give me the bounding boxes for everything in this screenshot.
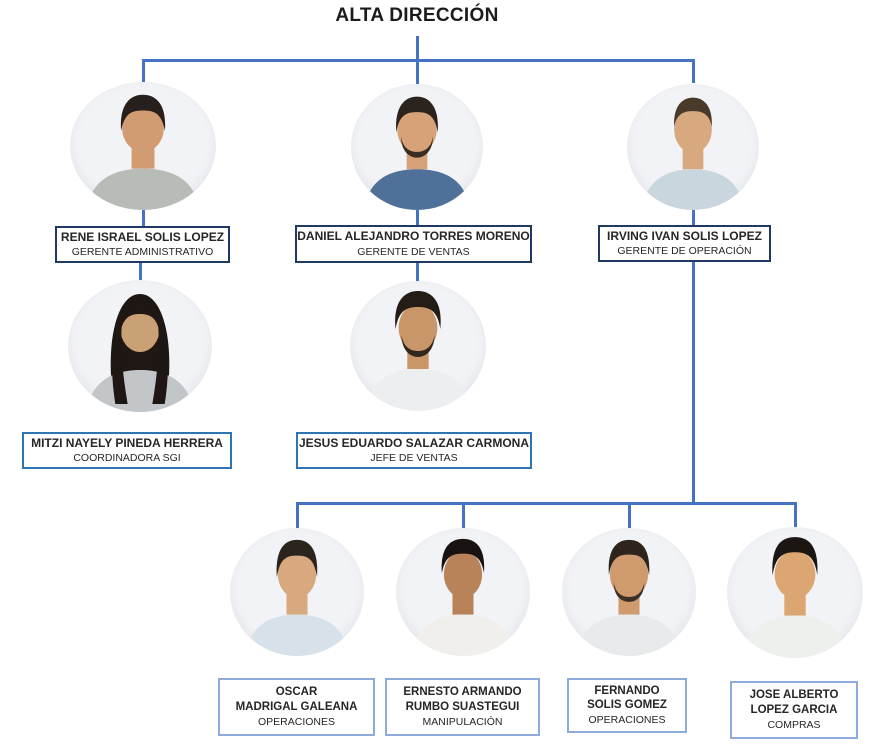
person-silhouette-icon xyxy=(411,538,515,656)
person-name: MADRIGAL GALEANA xyxy=(235,700,358,713)
person-name: DANIEL ALEJANDRO TORRES MORENO xyxy=(297,229,530,244)
avatar-rene xyxy=(70,82,216,210)
avatar-ernesto xyxy=(396,528,530,656)
avatar-daniel xyxy=(351,84,483,210)
connector-line xyxy=(462,502,465,529)
person-role: OPERACIONES xyxy=(257,715,336,728)
person-name: JESUS EDUARDO SALAZAR CARMONA xyxy=(298,435,529,450)
connector-line xyxy=(139,262,142,280)
person-role: COMPRAS xyxy=(767,718,821,731)
connector-line xyxy=(628,502,631,529)
connector-line xyxy=(692,59,695,83)
avatar-fernando xyxy=(562,528,696,656)
namebox-ernesto: ERNESTO ARMANDO RUMBO SUASTEGUI MANIPULA… xyxy=(385,678,540,736)
person-silhouette-icon xyxy=(642,97,744,210)
person-name: SOLIS GOMEZ xyxy=(587,699,667,712)
connector-line xyxy=(794,502,797,529)
person-silhouette-icon xyxy=(86,94,200,210)
person-silhouette-icon xyxy=(245,539,349,656)
person-name: IRVING IVAN SOLIS LOPEZ xyxy=(607,228,762,243)
namebox-jose: JOSE ALBERTO LOPEZ GARCIA COMPRAS xyxy=(730,681,858,739)
avatar-jesus xyxy=(350,281,486,411)
namebox-jesus: JESUS EDUARDO SALAZAR CARMONA JEFE DE VE… xyxy=(296,432,532,469)
person-silhouette-icon xyxy=(364,96,470,210)
namebox-oscar: OSCAR MADRIGAL GALEANA OPERACIONES xyxy=(218,678,375,736)
person-silhouette-icon xyxy=(577,539,681,656)
connector-line xyxy=(416,262,419,281)
connector-line xyxy=(692,261,695,505)
person-role: MANIPULACIÓN xyxy=(422,715,503,728)
person-name: RUMBO SUASTEGUI xyxy=(405,700,520,713)
namebox-daniel: DANIEL ALEJANDRO TORRES MORENO GERENTE D… xyxy=(295,225,532,263)
person-role: JEFE DE VENTAS xyxy=(370,452,458,465)
person-role: GERENTE DE VENTAS xyxy=(357,245,470,258)
connector-line xyxy=(142,59,694,62)
person-role: OPERACIONES xyxy=(588,714,666,727)
avatar-irving xyxy=(627,84,759,210)
person-name: FERNANDO xyxy=(594,684,660,697)
connector-line xyxy=(692,208,695,226)
namebox-irving: IRVING IVAN SOLIS LOPEZ GERENTE DE OPERA… xyxy=(598,225,771,262)
namebox-mitzi: MITZI NAYELY PINEDA HERRERA COORDINADORA… xyxy=(22,432,232,469)
person-name: RENE ISRAEL SOLIS LOPEZ xyxy=(60,229,225,244)
connector-line xyxy=(416,209,419,226)
person-silhouette-icon xyxy=(86,294,194,412)
person-name: ERNESTO ARMANDO xyxy=(403,686,522,699)
person-role: GERENTE ADMINISTRATIVO xyxy=(71,246,214,259)
connector-line xyxy=(296,502,796,505)
person-silhouette-icon xyxy=(365,291,471,411)
connector-line xyxy=(142,209,145,227)
person-name: LOPEZ GARCIA xyxy=(750,703,838,716)
avatar-jose xyxy=(727,527,863,658)
person-silhouette-icon xyxy=(742,537,848,658)
person-name: JOSE ALBERTO xyxy=(749,689,839,702)
person-role: COORDINADORA SGI xyxy=(73,452,181,465)
chart-title: ALTA DIRECCIÓN xyxy=(335,5,499,26)
avatar-oscar xyxy=(230,528,364,656)
person-name: MITZI NAYELY PINEDA HERRERA xyxy=(31,435,223,450)
avatar-mitzi xyxy=(68,280,212,412)
person-role: GERENTE DE OPERACIÓN xyxy=(617,245,752,258)
person-name: OSCAR xyxy=(275,686,318,699)
namebox-rene: RENE ISRAEL SOLIS LOPEZ GERENTE ADMINIST… xyxy=(55,226,230,263)
connector-line xyxy=(296,502,299,529)
namebox-fernando: FERNANDO SOLIS GOMEZ OPERACIONES xyxy=(567,678,687,733)
connector-line xyxy=(142,59,145,83)
